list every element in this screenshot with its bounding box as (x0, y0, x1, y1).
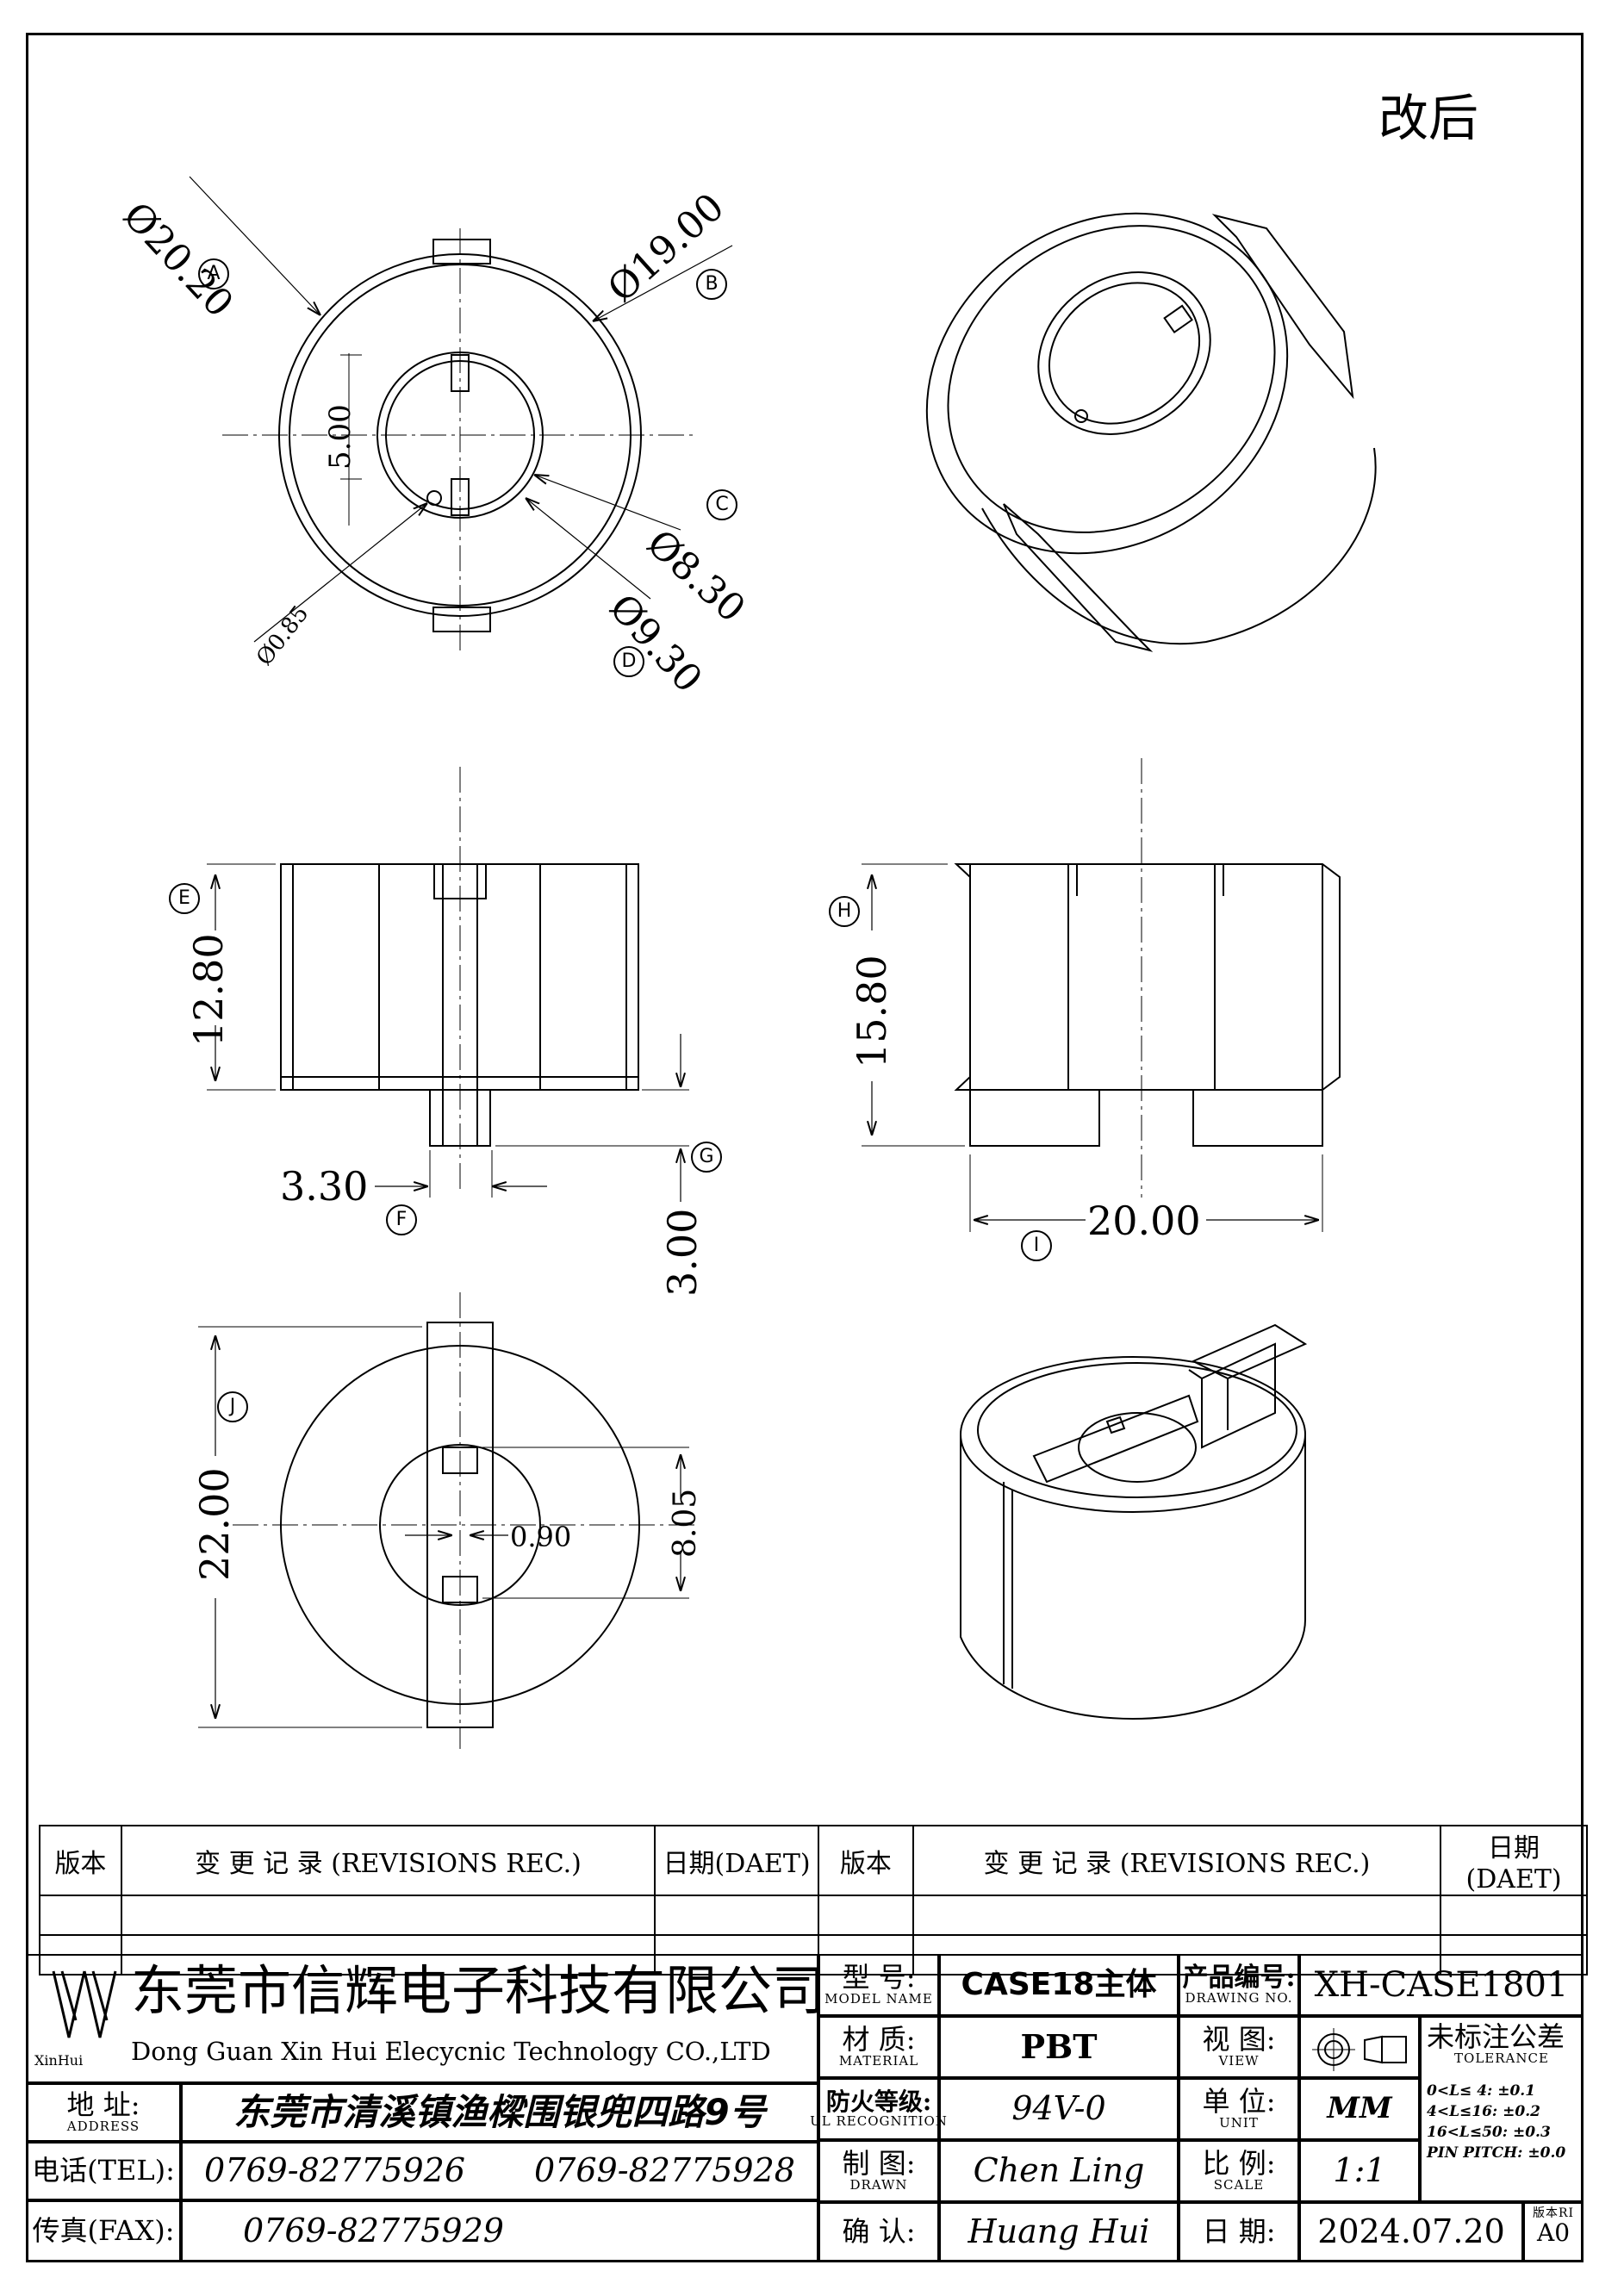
view-label-cell: 视 图: VIEW (1179, 2016, 1299, 2078)
marker-h: H (829, 896, 860, 927)
version-value: A0 (1536, 2218, 1571, 2247)
unit-value: MM (1299, 2078, 1420, 2140)
drawn-value: Chen Ling (939, 2140, 1179, 2202)
tolerance-line-2: 4<L≤16: ±0.2 (1427, 2103, 1540, 2121)
dim-j-label: 22.00 (191, 1467, 238, 1581)
front-view (207, 767, 689, 1202)
date-value: 2024.07.20 (1299, 2202, 1523, 2262)
drawn-label-en: DRAWN (849, 2176, 908, 2193)
rev-col-version: 版本 (39, 1825, 122, 1896)
dim-h-label: 15.80 (849, 955, 895, 1068)
scale-value: 1:1 (1299, 2140, 1420, 2202)
tolerance-label: 未标注公差 (1427, 2020, 1565, 2053)
scale-label-en: SCALE (1213, 2176, 1265, 2193)
address-label: 地 址: (66, 2088, 140, 2122)
revisions-table: 版本 变 更 记 录 (REVISIONS REC.) 日期(DAET) 版本 … (39, 1825, 1588, 1976)
view-label-en: VIEW (1218, 2052, 1260, 2069)
check-label: 确 认: (818, 2202, 939, 2262)
projection-symbol-icon (1312, 2028, 1407, 2071)
fax-value: 0769-82775929 (181, 2200, 818, 2262)
dim-i-label: 20.00 (1087, 1198, 1201, 1244)
marker-c: C (706, 489, 737, 520)
address-label-cell: 地 址: ADDRESS (26, 2083, 181, 2142)
tolerance-line-4: PIN PITCH: ±0.0 (1427, 2144, 1566, 2162)
top-view (189, 176, 733, 655)
fire-label: 防火等级: (825, 2088, 932, 2117)
rev-col-record-2: 变 更 记 录 (REVISIONS REC.) (912, 1825, 1442, 1896)
tel-1: 0769-82775926 (204, 2151, 465, 2190)
marker-d: D (613, 646, 644, 677)
view-label: 视 图: (1202, 2023, 1276, 2056)
dim-l-label: 0.90 (510, 1521, 572, 1553)
tolerance-label-en: TOLERANCE (1454, 2050, 1549, 2066)
rev-col-date: 日期(DAET) (654, 1825, 819, 1896)
company-cell: 东莞市信辉电子科技有限公司 XinHui Dong Guan Xin Hui E… (26, 1954, 825, 2083)
check-value: Huang Hui (939, 2202, 1179, 2262)
unit-label: 单 位: (1202, 2085, 1276, 2119)
marker-e: E (169, 883, 200, 914)
model-value: CASE18主体 (939, 1954, 1179, 2016)
tel-label: 电话(TEL): (26, 2142, 181, 2200)
drawn-label: 制 图: (842, 2147, 916, 2181)
view-symbol-cell (1299, 2016, 1420, 2078)
company-logo (52, 1970, 117, 2038)
rev-col-version-2: 版本 (817, 1825, 914, 1896)
unit-label-cell: 单 位: UNIT (1179, 2078, 1299, 2140)
drawing-no-label-cell: 产品编号: DRAWING NO. (1179, 1954, 1299, 2016)
material-label-en: MATERIAL (838, 2052, 919, 2069)
tel-2: 0769-82775928 (534, 2151, 795, 2190)
model-label-en: MODEL NAME (824, 1990, 933, 2007)
address-label-en: ADDRESS (66, 2118, 140, 2134)
rev-col-record: 变 更 记 录 (REVISIONS REC.) (120, 1825, 656, 1896)
model-label: 型 号: (842, 1961, 916, 1994)
side-view (862, 758, 1341, 1232)
fire-value: 94V-0 (939, 2078, 1179, 2140)
tel-value-cell: 0769-82775926 0769-82775928 (181, 2142, 818, 2200)
iso-view-top (925, 212, 1377, 652)
version-label: 版本RI (1532, 2206, 1575, 2220)
marker-f: F (386, 1204, 417, 1235)
address-value: 东莞市清溪镇渔樑围银兜四路9号 (181, 2083, 818, 2142)
marker-a: A (198, 258, 229, 289)
unit-label-en: UNIT (1219, 2114, 1259, 2131)
drawing-no-label: 产品编号: (1182, 1963, 1296, 1994)
bottom-view (198, 1292, 698, 1749)
rev-col-date-2: 日期(DAET) (1440, 1825, 1588, 1896)
dim-e-label: 12.80 (185, 933, 232, 1047)
marker-i: I (1021, 1230, 1052, 1261)
scale-label-cell: 比 例: SCALE (1179, 2140, 1299, 2202)
date-label: 日 期: (1179, 2202, 1299, 2262)
company-name-en: Dong Guan Xin Hui Elecycnic Technology C… (131, 2037, 771, 2066)
drawing-no-value: XH-CASE1801 (1299, 1954, 1584, 2016)
version-cell: 版本RI A0 (1523, 2202, 1584, 2262)
marker-g: G (691, 1142, 722, 1173)
drawing-no-label-en: DRAWING NO. (1185, 1989, 1293, 2006)
scale-label: 比 例: (1202, 2147, 1276, 2181)
table-row (39, 1895, 1588, 1936)
fire-label-en: UL RECOGNITION (810, 2112, 948, 2129)
marker-b: B (696, 269, 727, 300)
revision-note: 改后 (1378, 89, 1479, 147)
tolerance-line-3: 16<L≤50: ±0.3 (1427, 2124, 1551, 2142)
marker-j: J (217, 1391, 248, 1422)
iso-view-bottom (960, 1323, 1308, 1720)
fax-label: 传真(FAX): (26, 2200, 181, 2262)
company-logo-text: XinHui (34, 2052, 84, 2069)
dim-slot-label: 5.00 (323, 404, 358, 470)
dim-g-label: 3.00 (659, 1208, 706, 1297)
tolerance-cell: 未标注公差 TOLERANCE 0<L≤ 4: ±0.1 4<L≤16: ±0.… (1420, 2016, 1584, 2202)
drawn-label-cell: 制 图: DRAWN (818, 2140, 939, 2202)
tolerance-line-1: 0<L≤ 4: ±0.1 (1427, 2082, 1536, 2100)
dim-k-label: 8.05 (668, 1488, 703, 1558)
dim-f-label: 3.30 (280, 1163, 369, 1210)
fire-label-cell: 防火等级: UL RECOGNITION (810, 2078, 947, 2140)
model-label-cell: 型 号: MODEL NAME (818, 1954, 939, 2016)
company-name-cn: 东莞市信辉电子科技有限公司 (131, 1959, 826, 2022)
material-label: 材 质: (842, 2023, 916, 2056)
material-label-cell: 材 质: MATERIAL (818, 2016, 939, 2078)
material-value: PBT (939, 2016, 1179, 2078)
